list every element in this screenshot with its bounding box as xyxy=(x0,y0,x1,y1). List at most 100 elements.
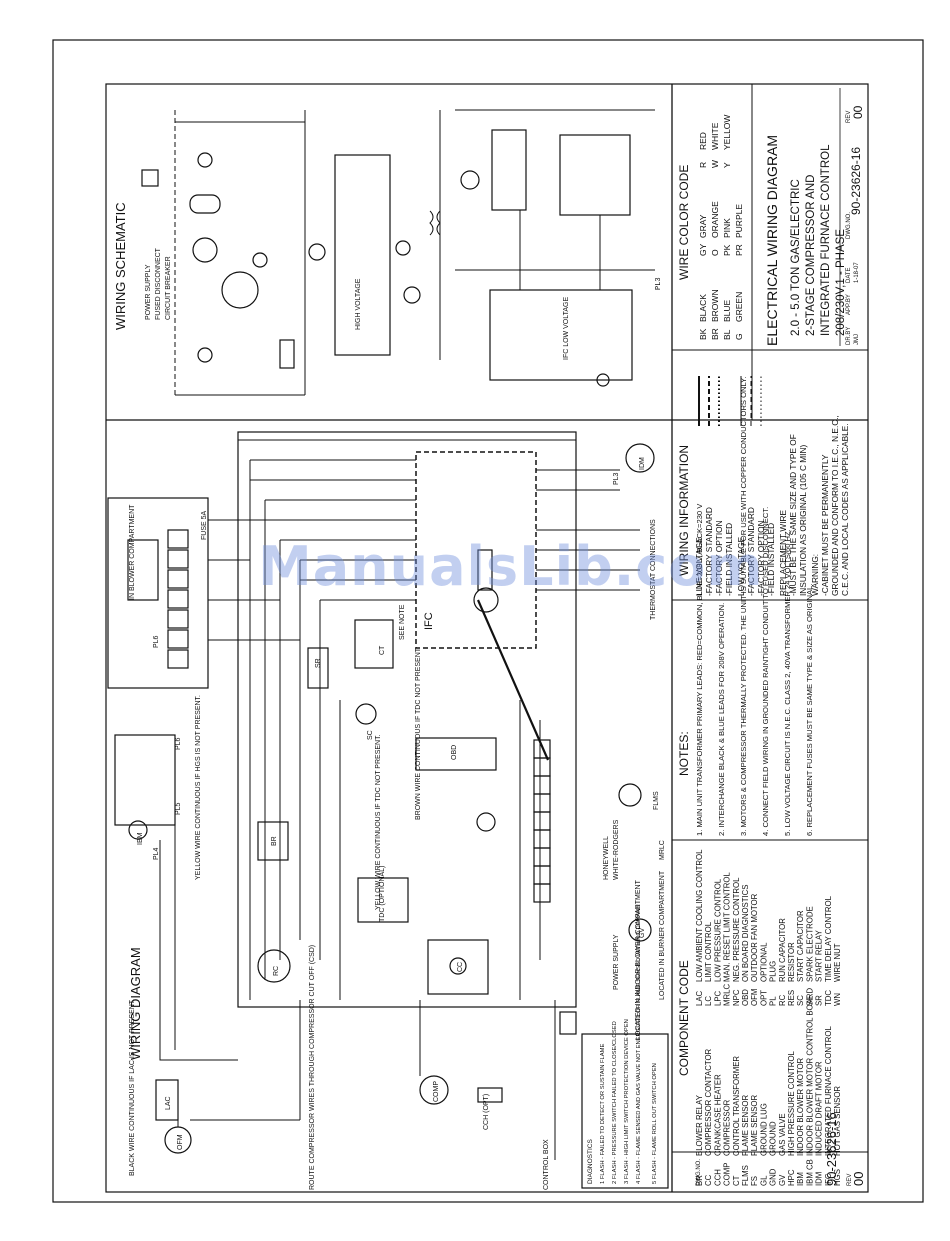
component-code-abbr: IBM xyxy=(796,1172,805,1186)
label-yellow-hgs: YELLOW WIRE CONTINUOUS IF HGS IS NOT PRE… xyxy=(195,695,202,880)
title-line2: 2-STAGE COMPRESSOR AND xyxy=(805,175,817,336)
component-code-desc: LIMIT CONTROL xyxy=(704,921,713,982)
wiring-info-title: WIRING INFORMATION xyxy=(677,445,691,576)
label-pl5: PL5 xyxy=(175,802,182,815)
fused-disconnect-label: FUSED DISCONNECT xyxy=(155,247,162,320)
component-code-abbr: SR xyxy=(815,995,824,1006)
diag-item: 5 FLASH - FLAME ROLL OUT SWITCH OPEN xyxy=(652,1063,658,1184)
notes: NOTES: 1. MAIN UNIT TRANSFORMER PRIMARY … xyxy=(677,377,814,836)
wcc-name: BROWN xyxy=(710,289,720,322)
wiring-info-line: LOW VOLTAGE xyxy=(736,536,746,596)
title-line3: INTEGRATED FURNACE CONTROL xyxy=(820,144,832,336)
wiring-info-line: -MUST BE THE SAME SIZE AND TYPE OF xyxy=(788,434,798,596)
wire-color-code: WIRE COLOR CODE BK BLACK BR BROWN BL BLU… xyxy=(677,115,744,340)
component-code-title: COMPONENT CODE xyxy=(677,960,691,1076)
run-capacitor-diagram xyxy=(257,949,291,983)
component-code-desc: HOT GAS SENSOR xyxy=(833,1086,842,1156)
label-pl4: PL4 xyxy=(153,847,160,860)
thermostat-wires xyxy=(536,469,640,591)
label-brown-tdc: BROWN WIRE CONTINUOUS IF TDC NOT PRESENT… xyxy=(415,647,422,820)
component-code-abbr: NPC xyxy=(732,989,741,1006)
ifc-fuse xyxy=(473,587,499,613)
component-code-desc: RUN CAPACITOR xyxy=(778,918,787,982)
footer-dwg-label: DWG.NO. xyxy=(696,1159,702,1186)
footer-rev: 00 xyxy=(851,1172,866,1186)
component-code-desc: INTEGRATED FURNACE CONTROL xyxy=(824,1026,833,1156)
label-rc: RC xyxy=(273,966,280,976)
label-yellow-tdc: YELLOW WIRE CONTINUOUS IF TDC NOT PRESEN… xyxy=(375,734,382,910)
label-sc: SC xyxy=(367,730,374,740)
dr-by-label: DR.BY xyxy=(846,327,852,345)
wcc-name: YELLOW xyxy=(722,115,732,150)
component-code-desc: START RELAY xyxy=(815,929,824,982)
wcc-name: BLUE xyxy=(722,299,732,322)
rev-label: REV xyxy=(846,111,852,123)
wcc-code: GY xyxy=(698,243,708,256)
ofm-motor xyxy=(192,237,218,263)
label-ofm: OFM xyxy=(177,1134,184,1150)
component-code-desc: INDUCED DRAFT MOTOR xyxy=(815,1061,824,1156)
wcc-name: WHITE xyxy=(710,122,720,150)
wcc-name: GREEN xyxy=(734,292,744,322)
ibm-cb-board xyxy=(107,497,209,689)
component-code-abbr: RC xyxy=(778,994,787,1006)
note-item: 1. MAIN UNIT TRANSFORMER PRIMARY LEADS: … xyxy=(695,503,704,836)
component-code-desc: SPARK ELECTRODE xyxy=(805,906,814,982)
wire-color-title: WIRE COLOR CODE xyxy=(677,165,691,280)
wiring-info-line: WARNING: xyxy=(810,554,820,596)
label-tdc-optional: TDC (OPTIONAL) xyxy=(379,866,386,922)
component-code-desc: MAN. RESET LIMIT CONTROL xyxy=(723,872,732,982)
wcc-code: O xyxy=(710,249,720,256)
component-code-abbr: CC xyxy=(704,1174,713,1186)
cc-coil xyxy=(449,957,467,975)
component-code-abbr: GV xyxy=(778,1174,787,1186)
ifc-lv-label: IFC LOW VOLTAGE xyxy=(563,297,570,360)
terminal-box xyxy=(533,757,551,777)
wcc-code: W xyxy=(710,160,720,168)
notes-title: NOTES: xyxy=(677,731,691,776)
cch-heater xyxy=(279,339,295,369)
component-code-abbr: BR xyxy=(695,1175,704,1186)
start-capacitor xyxy=(355,703,377,725)
component-code-desc: HIGH PRESSURE CONTROL xyxy=(787,1050,796,1156)
wiring-info-line: -FACTORY OPTION xyxy=(756,520,766,596)
component-code-desc: INDOOR BLOWER MOTOR CONTROL BOARD xyxy=(805,988,814,1156)
component-code-desc: LOW AMBIENT COOLING CONTROL xyxy=(695,849,704,982)
label-pl6-harness: PL6 xyxy=(175,737,182,750)
wiring-schematic: WIRING SCHEMATIC PL3 xyxy=(113,109,663,396)
wiring-info-line: -FACTORY STANDARD xyxy=(704,507,714,596)
diagnostics-title: DIAGNOSTICS xyxy=(587,1139,594,1184)
component-code-abbr: WN xyxy=(833,993,842,1006)
crankcase-heater xyxy=(477,1087,503,1103)
title-block: ELECTRICAL WIRING DIAGRAM 2.0 - 5.0 TON … xyxy=(764,135,847,346)
wcc-code: BR xyxy=(710,328,720,340)
component-code-desc: OUTDOOR FAN MOTOR xyxy=(750,893,759,982)
terminal-box xyxy=(533,793,551,813)
wiring-info-line: LINE VOLTAGE xyxy=(694,537,704,596)
wiring-info-line: REPLACEMENT WIRE xyxy=(778,509,788,596)
run-capacitor xyxy=(189,194,221,214)
ifc-low-voltage-box xyxy=(489,289,633,381)
wcc-name: BLACK xyxy=(698,294,708,322)
component-code-abbr: HGS xyxy=(833,1169,842,1186)
label-gv: GV xyxy=(639,928,646,938)
contact-cc-2 xyxy=(197,347,213,363)
title-line1: 2.0 - 5.0 TON GAS/ELECTRIC xyxy=(790,179,802,336)
date: 1-18-07 xyxy=(854,262,860,283)
component-code-desc: GROUND xyxy=(769,1121,778,1156)
sr-coil xyxy=(252,252,268,268)
label-thermostat-connections: THERMOSTAT CONNECTIONS xyxy=(650,519,657,620)
compressor-contactor xyxy=(427,939,489,995)
wcc-code: R xyxy=(698,162,708,168)
label-idm: IDM xyxy=(639,457,646,470)
control-box-outline xyxy=(237,431,577,1008)
note-item: 3. MOTORS & COMPRESSOR THERMALLY PROTECT… xyxy=(739,377,748,836)
ibm-power-wires xyxy=(159,825,238,1061)
component-code-abbr: OFM xyxy=(750,989,759,1006)
wcc-name: GRAY xyxy=(698,214,708,238)
wiring-info-line: C.E.C. AND LOCAL CODES AS APPLICABLE. xyxy=(840,423,850,596)
label-br: BR xyxy=(271,836,278,846)
